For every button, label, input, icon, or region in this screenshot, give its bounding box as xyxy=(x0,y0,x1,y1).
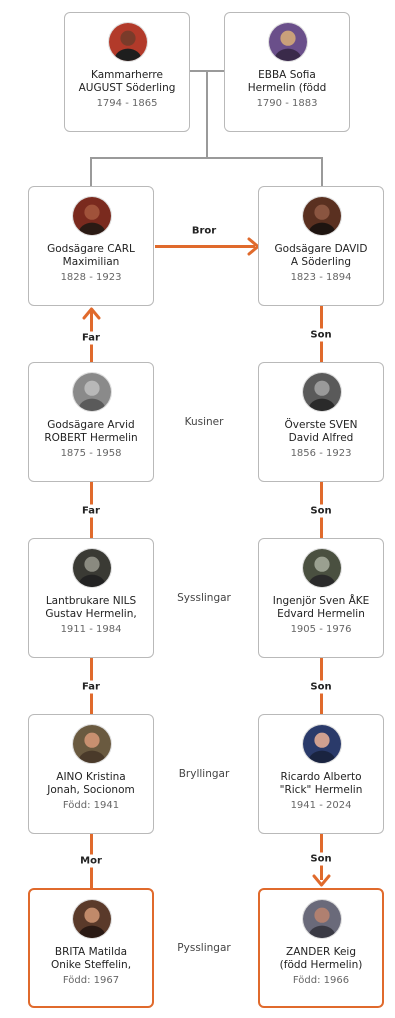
person-name: Kammarherre AUGUST Söderling xyxy=(78,69,176,94)
relation-left-4: Mor xyxy=(77,854,105,868)
person-name: BRITA Matilda Onike Steffelin, xyxy=(50,946,132,971)
person-name: Överste SVEN David Alfred xyxy=(284,419,358,444)
avatar xyxy=(302,196,342,236)
person-years: 1905 - 1976 xyxy=(290,624,352,635)
person-years: 1794 - 1865 xyxy=(96,98,158,109)
relation-right-4: Son xyxy=(307,852,335,866)
person-name: Godsägare CARL Maximilian xyxy=(47,243,135,268)
person-card-august[interactable]: Kammarherre AUGUST Söderling 1794 - 1865 xyxy=(64,12,190,132)
avatar xyxy=(72,196,112,236)
person-card-ebba[interactable]: EBBA Sofia Hermelin (född 1790 - 1883 xyxy=(224,12,350,132)
avatar xyxy=(72,372,112,412)
avatar xyxy=(72,899,112,939)
person-card-carl[interactable]: Godsägare CARL Maximilian 1828 - 1923 xyxy=(28,186,154,306)
generation-kusiner: Kusiner xyxy=(184,416,224,428)
generation-bryllingar: Bryllingar xyxy=(178,768,230,780)
person-years: Född: 1941 xyxy=(62,800,120,811)
avatar xyxy=(302,372,342,412)
relation-left-1: Far xyxy=(79,331,103,345)
avatar xyxy=(108,22,148,62)
person-years: 1941 - 2024 xyxy=(290,800,352,811)
avatar xyxy=(302,899,342,939)
person-years: 1856 - 1923 xyxy=(290,448,352,459)
generation-pysslingar: Pysslingar xyxy=(177,942,231,954)
relation-right-2: Son xyxy=(307,504,335,518)
person-card-aino[interactable]: AINO Kristina Jonah, Socionom Född: 1941 xyxy=(28,714,154,834)
avatar xyxy=(72,548,112,588)
path-bror xyxy=(155,245,255,248)
relation-right-3: Son xyxy=(307,680,335,694)
avatar xyxy=(302,724,342,764)
arrow-right-bror-icon xyxy=(247,237,260,256)
avatar xyxy=(268,22,308,62)
person-name: ZANDER Keig (född Hermelin) xyxy=(279,946,363,971)
avatar xyxy=(302,548,342,588)
person-years: 1875 - 1958 xyxy=(60,448,122,459)
person-name: EBBA Sofia Hermelin (född xyxy=(247,69,327,94)
relation-bror: Bror xyxy=(188,224,220,238)
person-years: Född: 1966 xyxy=(292,975,350,986)
person-card-brita[interactable]: BRITA Matilda Onike Steffelin, Född: 196… xyxy=(28,888,154,1008)
relation-right-1: Son xyxy=(307,328,335,342)
arrow-down-right-icon xyxy=(312,874,331,887)
person-years: 1790 - 1883 xyxy=(256,98,318,109)
child-drop-right xyxy=(321,157,323,187)
child-drop-left xyxy=(90,157,92,187)
person-name: Lantbrukare NILS Gustav Hermelin, xyxy=(45,595,137,620)
person-years: 1823 - 1894 xyxy=(290,272,352,283)
person-card-ake[interactable]: Ingenjör Sven ÅKE Edvard Hermelin 1905 -… xyxy=(258,538,384,658)
person-name: Godsägare Arvid ROBERT Hermelin xyxy=(44,419,138,444)
person-years: 1828 - 1923 xyxy=(60,272,122,283)
parents-drop xyxy=(206,71,208,159)
children-bar xyxy=(90,157,323,159)
arrow-up-left-icon xyxy=(82,307,101,320)
relation-left-2: Far xyxy=(79,504,103,518)
avatar xyxy=(72,724,112,764)
person-name: Ingenjör Sven ÅKE Edvard Hermelin xyxy=(272,595,370,620)
person-card-nils[interactable]: Lantbrukare NILS Gustav Hermelin, 1911 -… xyxy=(28,538,154,658)
relation-left-3: Far xyxy=(79,680,103,694)
person-card-robert[interactable]: Godsägare Arvid ROBERT Hermelin 1875 - 1… xyxy=(28,362,154,482)
person-card-zander[interactable]: ZANDER Keig (född Hermelin) Född: 1966 xyxy=(258,888,384,1008)
generation-sysslingar: Sysslingar xyxy=(177,592,231,604)
person-name: Godsägare DAVID A Söderling xyxy=(274,243,368,268)
person-years: 1911 - 1984 xyxy=(60,624,122,635)
person-card-rick[interactable]: Ricardo Alberto "Rick" Hermelin 1941 - 2… xyxy=(258,714,384,834)
person-name: AINO Kristina Jonah, Socionom xyxy=(47,771,135,796)
person-card-sven[interactable]: Överste SVEN David Alfred 1856 - 1923 xyxy=(258,362,384,482)
person-name: Ricardo Alberto "Rick" Hermelin xyxy=(279,771,363,796)
person-card-david[interactable]: Godsägare DAVID A Söderling 1823 - 1894 xyxy=(258,186,384,306)
person-years: Född: 1967 xyxy=(62,975,120,986)
